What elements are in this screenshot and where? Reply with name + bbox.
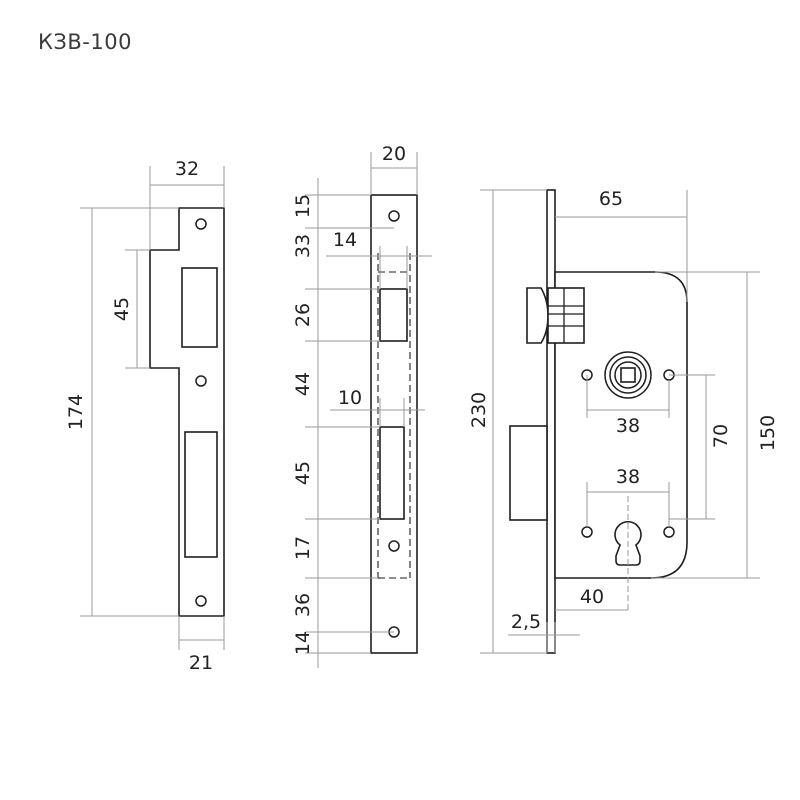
- dim-faceplate-seg-1: 15: [292, 194, 314, 218]
- dim-faceplate-seg-4: 44: [292, 372, 314, 396]
- dim-lock-total-height: 230: [468, 392, 490, 428]
- dim-faceplate-seg-3: 26: [292, 303, 314, 327]
- dim-latch-width: 14: [333, 229, 357, 251]
- dim-faceplate-seg-5: 45: [292, 461, 314, 485]
- latch-bolt: [526, 287, 549, 344]
- spindle-hub: [604, 351, 652, 399]
- dim-cylinder-hole-spacing: 38: [616, 466, 640, 488]
- dim-handle-to-cylinder: 70: [710, 424, 732, 448]
- cylinder-screw-hole-left: [581, 526, 593, 538]
- strike-bolt-opening: [184, 431, 218, 558]
- dim-lock-body-height: 150: [757, 415, 779, 451]
- dim-faceplate-seg-7: 36: [292, 593, 314, 617]
- dim-backset: 65: [599, 188, 623, 210]
- spindle-square-hole: [620, 367, 636, 383]
- faceplate-outline: [370, 194, 418, 654]
- strike-screw-hole-top: [195, 218, 207, 230]
- faceplate-dimensions: [305, 152, 432, 668]
- lock-faceplate-side: [546, 189, 556, 654]
- strike-screw-hole-bottom: [195, 595, 207, 607]
- faceplate-latch-opening: [379, 288, 408, 342]
- dim-faceplate-seg-6: 17: [292, 536, 314, 560]
- latch-housing: [547, 287, 585, 344]
- lock-case-outline: [554, 271, 688, 579]
- strike-latch-opening: [181, 267, 218, 348]
- dim-strike-width-top: 32: [175, 158, 199, 180]
- strike-screw-hole-middle: [195, 375, 207, 387]
- faceplate-bolt-opening: [379, 426, 405, 520]
- faceplate: [370, 194, 418, 654]
- deadbolt: [509, 425, 548, 521]
- lock-dimensions: [480, 189, 760, 654]
- dim-handle-hole-spacing: 38: [616, 415, 640, 437]
- faceplate-screw-hole-middle: [388, 540, 400, 552]
- dim-faceplate-thickness: 2,5: [511, 611, 541, 633]
- strike-dimensions: [80, 166, 225, 650]
- dim-faceplate-seg-2: 33: [292, 234, 314, 258]
- dim-cylinder-offset: 40: [580, 586, 604, 608]
- dim-strike-notch-height: 45: [111, 297, 133, 321]
- dim-faceplate-seg-8: 14: [292, 631, 314, 655]
- cylinder-screw-hole-right: [663, 526, 675, 538]
- dim-faceplate-width: 20: [382, 143, 406, 165]
- dim-strike-total-height: 174: [65, 394, 87, 430]
- faceplate-screw-hole-top: [388, 210, 400, 222]
- strike-plate: [149, 207, 225, 617]
- dim-bolt-width: 10: [338, 387, 362, 409]
- lock-body: [509, 189, 688, 654]
- dim-strike-width-bottom: 21: [189, 652, 213, 674]
- model-title: КЗВ-100: [38, 30, 132, 54]
